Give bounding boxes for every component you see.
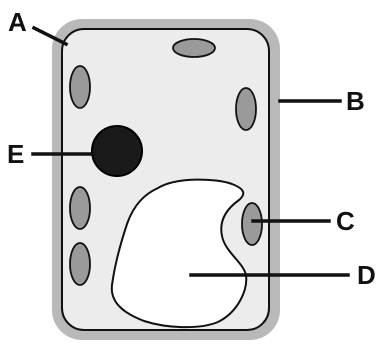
chloroplast-left-lower: [69, 242, 91, 286]
chloroplast-left-middle: [69, 186, 91, 230]
nucleus: [91, 125, 143, 177]
label-d: D: [357, 260, 376, 290]
label-line-a: [31, 25, 69, 47]
vacuole: [110, 178, 248, 329]
label-e: E: [7, 139, 24, 169]
chloroplast-right-upper: [235, 87, 257, 131]
label-b: B: [346, 86, 365, 116]
label-c: C: [336, 206, 355, 236]
label-a: A: [8, 7, 27, 37]
chloroplast-right-lower: [241, 202, 263, 246]
chloroplast-top: [172, 38, 216, 58]
chloroplast-left-upper: [69, 65, 91, 109]
